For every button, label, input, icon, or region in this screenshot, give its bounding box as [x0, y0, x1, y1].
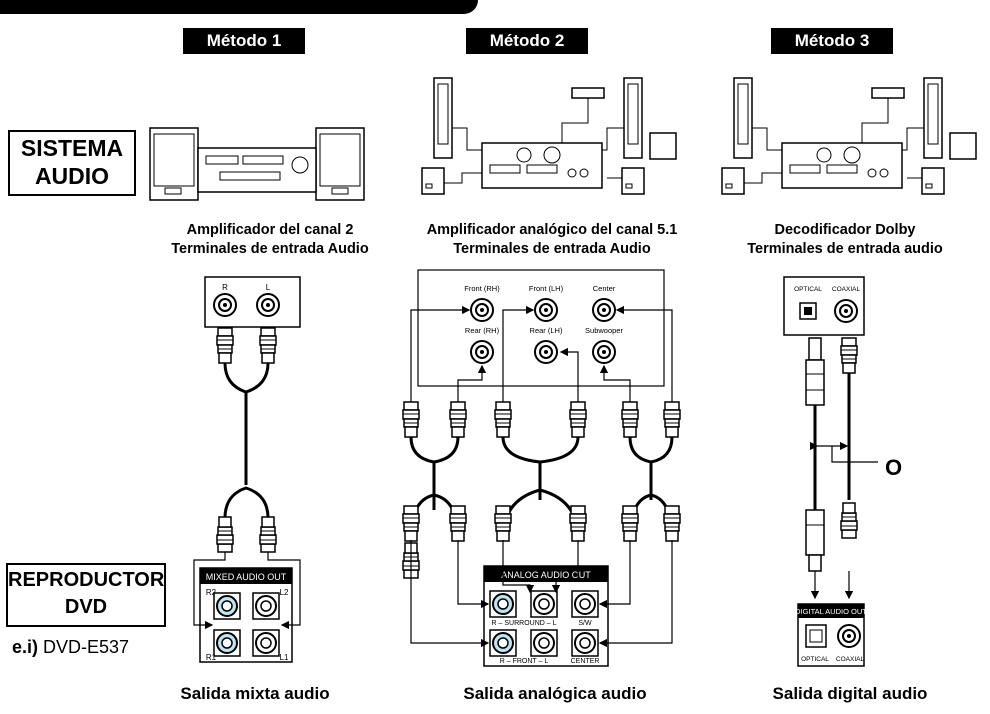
coaxial-jack-amp — [834, 299, 858, 323]
analog-audio-out-title: ANALOG AUDIO OUT — [501, 570, 591, 580]
amp-label-rear-rh: Rear (RH) — [465, 326, 500, 335]
amp-label-optical: OPTICAL — [794, 286, 822, 293]
digital-cables-m3 — [805, 337, 858, 572]
audio-system-label: SISTEMA AUDIO — [8, 130, 136, 196]
surround-system-illustration-m2 — [422, 78, 676, 194]
amp-label-rear-lh: Rear (LH) — [530, 326, 563, 335]
amp-jack-r — [213, 293, 237, 317]
dvd-player-label: REPRODUCTOR DVD — [6, 563, 166, 627]
digital-coaxial-label: COAXIAL — [836, 656, 865, 663]
caption-m2-line1: Amplificador analógico del canal 5.1 — [426, 222, 678, 238]
analog-sw-label: S/W — [578, 620, 592, 627]
method-1-header: Método 1 — [183, 28, 305, 54]
example-prefix: e.i) — [12, 637, 39, 657]
caption-method-2: Amplificador analógico del canal 5.1 Ter… — [392, 221, 712, 259]
analog-audio-out-panel: ANALOG AUDIO OUT R – SURROUND – L S/W R … — [483, 565, 609, 667]
dvd-player-line1: REPRODUCTOR — [8, 569, 165, 591]
jack-label-l1: L1 — [280, 653, 289, 662]
amp-label-coaxial: COAXIAL — [832, 286, 861, 293]
jack-r2 — [213, 592, 241, 620]
or-label: O — [885, 455, 903, 480]
mixed-audio-out-panel: MIXED AUDIO OUT R2 L2 R1 L1 — [199, 567, 293, 663]
amp-label-front-rh: Front (RH) — [464, 284, 500, 293]
caption-m2-line2: Terminales de entrada Audio — [453, 241, 651, 257]
jack-label-r1: R1 — [206, 653, 217, 662]
digital-optical-label: OPTICAL — [801, 656, 829, 663]
arrows-m1 — [193, 552, 301, 630]
rca-cable-m1 — [216, 327, 277, 553]
bottom-label-mixed: Salida mixta audio — [180, 684, 330, 703]
amp-jack-l — [256, 293, 280, 317]
caption-m1-line1: Amplificador del canal 2 — [186, 222, 354, 238]
example-model-name: DVD-E537 — [43, 637, 130, 657]
jack-label-l2: L2 — [280, 588, 289, 597]
header-bar — [0, 0, 478, 14]
caption-m3-line2: Terminales de entrada audio — [747, 241, 943, 257]
method-2-header: Método 2 — [466, 28, 588, 54]
amp-terminal-box-m2 — [417, 269, 665, 387]
stereo-system-illustration — [149, 127, 365, 201]
jack-l1 — [252, 629, 280, 657]
arrows-m2-upper — [410, 305, 673, 402]
digital-audio-out-panel: DIGITAL AUDIO OUT OPTICAL COAXIAL — [795, 603, 867, 667]
analog-center-label: CENTER — [571, 658, 600, 665]
audio-system-line2: AUDIO — [34, 163, 110, 189]
mixed-audio-out-title: MIXED AUDIO OUT — [206, 572, 287, 582]
audio-system-line1: SISTEMA — [20, 135, 124, 161]
amp-label-r: R — [222, 283, 228, 292]
caption-method-3: Decodificador Dolby Terminales de entrad… — [720, 221, 970, 259]
amp-label-front-lh: Front (LH) — [529, 284, 564, 293]
rca-cables-m2 — [402, 401, 681, 579]
dvd-player-line2: DVD — [64, 596, 108, 618]
caption-method-1: Amplificador del canal 2 Terminales de e… — [140, 221, 400, 259]
caption-m1-line2: Terminales de entrada Audio — [171, 241, 369, 257]
amp-jacks-m2: Front (RH) Front (LH) Center Rear (RH) R… — [464, 284, 623, 364]
amp-label-l: L — [266, 283, 271, 292]
example-model: e.i) DVD-E537 — [12, 637, 129, 658]
bottom-label-analog: Salida analógica audio — [463, 684, 647, 703]
digital-audio-out-title: DIGITAL AUDIO OUT — [795, 607, 867, 616]
amp-label-subwoofer: Subwooper — [585, 326, 623, 335]
amp-label-center: Center — [593, 284, 616, 293]
or-indicator — [809, 441, 878, 463]
analog-row1-label: R – SURROUND – L — [492, 620, 557, 627]
analog-row2-label: R – FRONT – L — [500, 658, 549, 665]
arrows-m2-lower — [410, 540, 673, 648]
surround-system-illustration-m3 — [722, 78, 976, 194]
caption-m3-line1: Decodificador Dolby — [774, 222, 916, 238]
jack-r1 — [213, 629, 241, 657]
bottom-label-digital: Salida digital audio — [772, 684, 928, 703]
jack-label-r2: R2 — [206, 588, 217, 597]
method-3-header: Método 3 — [771, 28, 893, 54]
jack-l2 — [252, 592, 280, 620]
